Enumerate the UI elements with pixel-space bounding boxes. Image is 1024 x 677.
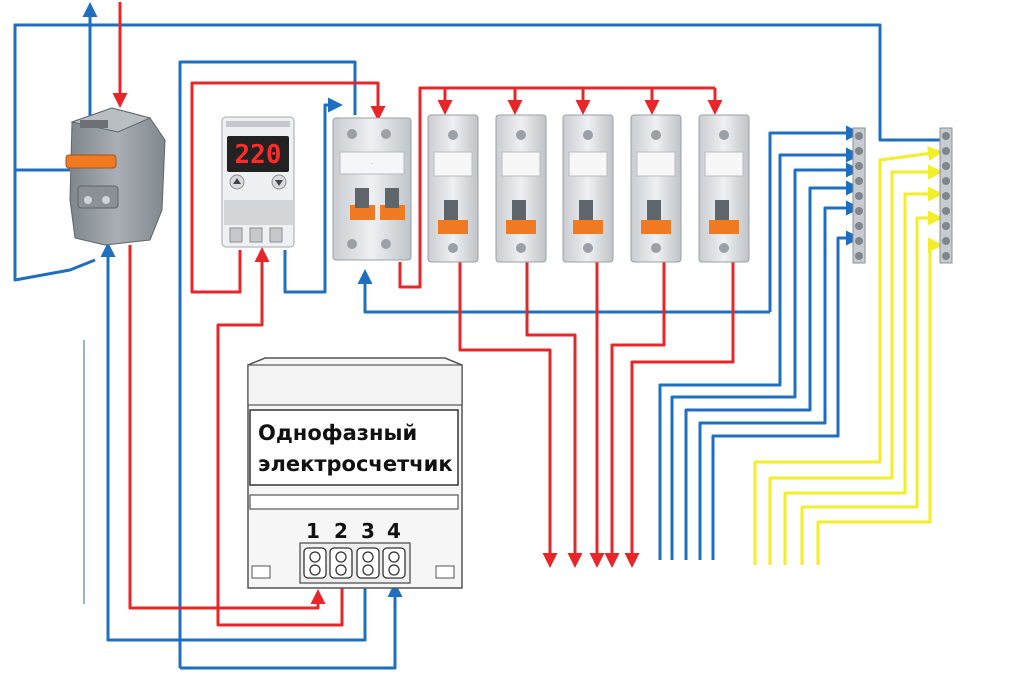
- circuit-breaker-icon: [630, 114, 682, 263]
- terminal-number: 3: [361, 519, 375, 543]
- bus-screw: [942, 237, 950, 245]
- bus-screw: [942, 177, 950, 185]
- bus-screw: [855, 252, 863, 260]
- bus-screw: [855, 222, 863, 230]
- circuit-breaker-icon: [495, 114, 547, 263]
- bus-screw: [855, 237, 863, 245]
- phase-wires: [112, 2, 735, 627]
- meter-terminal: 1: [303, 519, 327, 579]
- earth-bus: [939, 127, 953, 264]
- two-pole-switch-icon: [65, 107, 166, 246]
- terminal-bus-icon: [852, 127, 866, 264]
- terminal-number: 4: [387, 519, 401, 543]
- meter-terminal: 2: [329, 519, 353, 579]
- terminal-number: 1: [306, 519, 320, 543]
- meter-terminal: 3: [356, 519, 380, 579]
- bus-screw: [855, 147, 863, 155]
- bus-screw: [855, 207, 863, 215]
- terminal-bus-icon: [939, 127, 953, 264]
- bus-screw: [855, 132, 863, 140]
- meter-terminal: 4: [382, 519, 406, 579]
- rcd-icon: ·: [332, 117, 412, 261]
- bus-screw: [942, 147, 950, 155]
- neutral-bus: [852, 127, 866, 264]
- breaker-row: [427, 114, 750, 263]
- bus-screw: [942, 252, 950, 260]
- bus-screw: [855, 177, 863, 185]
- bus-screw: [942, 207, 950, 215]
- circuit-breaker-icon: [427, 114, 479, 263]
- rcd-device: ·: [332, 117, 412, 261]
- bus-screw: [942, 132, 950, 140]
- circuit-breaker-icon: [562, 114, 614, 263]
- bus-screw: [942, 162, 950, 170]
- meter-title-line1: Однофазный: [258, 421, 417, 445]
- earth-wires: [753, 146, 943, 565]
- svg-text:·: ·: [371, 161, 373, 167]
- bus-screw: [855, 162, 863, 170]
- bus-screw: [942, 192, 950, 200]
- neutral-wires: [13, 2, 945, 670]
- circuit-breaker-icon: [698, 114, 750, 263]
- relay-display: 220: [235, 140, 282, 170]
- meter-title-line2: электросчетчик: [258, 452, 453, 476]
- terminal-number: 2: [334, 519, 348, 543]
- voltage-relay: 220: [221, 116, 295, 248]
- main-switch: [65, 107, 166, 246]
- voltage-relay-icon: 220: [221, 116, 295, 248]
- bus-screw: [855, 192, 863, 200]
- bus-screw: [942, 222, 950, 230]
